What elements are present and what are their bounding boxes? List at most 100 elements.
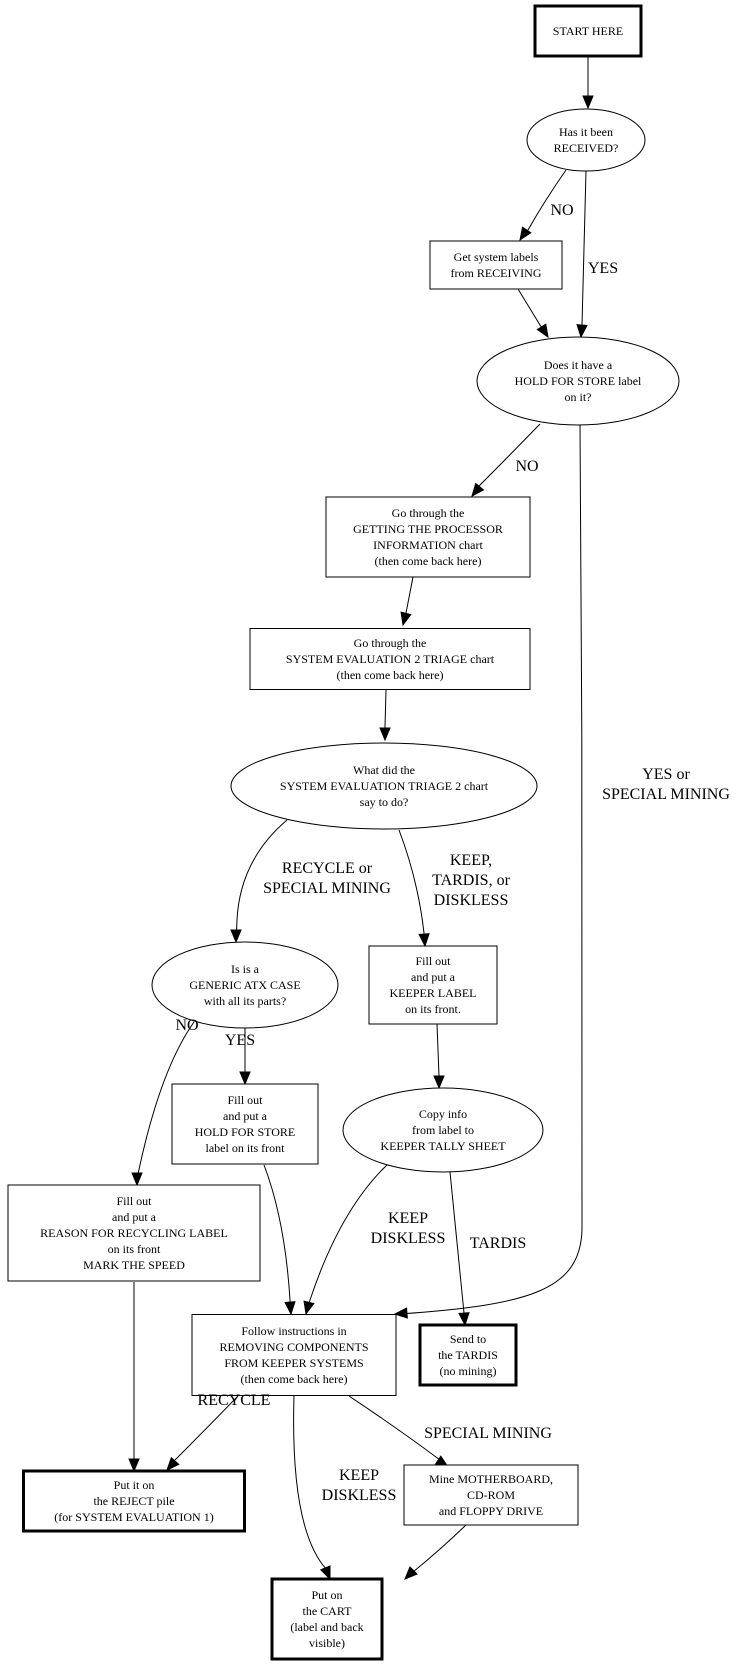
process-box: [325, 496, 531, 578]
edge-line: [136, 1021, 195, 1186]
node-text-line: the REJECT pile: [93, 1494, 174, 1508]
edge-line: [519, 169, 567, 241]
node-text-line: say to do?: [360, 795, 409, 809]
arrowhead-icon: [239, 1071, 251, 1086]
arrowhead-icon: [471, 482, 485, 498]
edge-label-line: KEEP: [339, 1467, 379, 1484]
arrowhead-icon: [230, 929, 242, 944]
edge-label: YES: [225, 1032, 255, 1049]
edge-line: [580, 170, 587, 338]
edge-label: RECYCLE or SPECIAL MINING: [263, 860, 391, 897]
edge-line: [348, 1395, 449, 1468]
arrowhead-icon: [131, 1172, 143, 1187]
arrowhead-icon: [284, 1301, 296, 1316]
edge-line: [263, 1164, 292, 1315]
arrowhead-icon: [404, 1566, 418, 1580]
node-text-line: MARK THE SPEED: [83, 1258, 185, 1272]
edge-line: [293, 1395, 331, 1580]
edge-label: NO: [550, 202, 573, 219]
node-text-line: INFORMATION chart: [373, 538, 483, 552]
node-text-line: (then come back here): [375, 554, 482, 568]
node-text-line: REMOVING COMPONENTS: [219, 1340, 368, 1354]
edge-label: SPECIAL MINING: [424, 1425, 552, 1442]
edge-removing-to-cart: [293, 1395, 331, 1581]
arrowhead-icon: [303, 1300, 315, 1316]
node-text-line: Follow instructions in: [241, 1324, 346, 1338]
node-text-line: and FLOPPY DRIVE: [439, 1504, 543, 1518]
node-text-line: from label to: [412, 1123, 474, 1137]
node-text-line: Get system labels: [454, 250, 539, 264]
node-text-line: GETTING THE PROCESSOR: [353, 522, 503, 536]
node-text-line: Put on: [311, 1588, 342, 1602]
edge-label-line: NO: [550, 202, 573, 219]
terminal-box: [418, 1323, 518, 1387]
arrowhead-icon: [536, 323, 549, 339]
node-text-line: Send to: [450, 1332, 486, 1346]
edge-line: [235, 819, 288, 943]
node-text-line: GENERIC ATX CASE: [189, 978, 300, 992]
arrowhead-icon: [519, 226, 532, 242]
node-text-line: with all its parts?: [204, 994, 286, 1008]
edges-layer: [128, 56, 594, 1581]
edge-label-line: SPECIAL MINING: [263, 880, 391, 897]
arrowhead-icon: [582, 95, 594, 110]
edge-keeper-label-to-copy-info: [433, 1023, 445, 1090]
node-text-line: CD-ROM: [467, 1488, 515, 1502]
arrowhead-icon: [166, 1456, 180, 1471]
node-text-line: on its front: [108, 1242, 161, 1256]
edge-label: RECYCLE: [198, 1392, 271, 1409]
node-text-line: HOLD FOR STORE: [195, 1125, 295, 1139]
node-text-line: RECEIVED?: [554, 141, 619, 155]
node-text-line: Put it on: [114, 1478, 155, 1492]
node-text-line: the TARDIS: [438, 1348, 498, 1362]
edge-label-line: RECYCLE or: [282, 860, 373, 877]
process-box: [429, 240, 563, 290]
node-text-line: (no mining): [440, 1364, 497, 1378]
node-text-line: Copy info: [419, 1107, 467, 1121]
edge-start-to-received: [582, 56, 594, 110]
edge-label-line: DISKLESS: [434, 892, 509, 909]
arrowhead-icon: [319, 1565, 331, 1581]
edge-triage-result-to-keeper-label: [398, 829, 430, 948]
edge-received-to-get-labels: [519, 169, 567, 242]
edge-recycling-label-to-reject: [128, 1282, 140, 1473]
node-text-line: (label and back: [290, 1620, 363, 1634]
process-box: [191, 1314, 397, 1396]
process-box: [368, 945, 498, 1025]
edge-label: NO: [175, 1017, 198, 1034]
node-reject: Put it on the REJECT pile (for SYSTEM EVAL…: [22, 1469, 246, 1533]
edge-copy-info-to-removing: [303, 1164, 388, 1316]
edge-label-line: NO: [515, 458, 538, 475]
arrowhead-icon: [458, 1312, 470, 1327]
decision-ellipse: [526, 108, 646, 172]
edge-generic-atx-to-recycling-label: [131, 1021, 195, 1187]
edge-generic-atx-to-hold-for-store: [239, 1028, 251, 1086]
arrowhead-icon: [128, 1458, 140, 1473]
edge-label: TARDIS: [470, 1235, 527, 1252]
node-start: START HERE: [533, 4, 643, 58]
node-text-line: (for SYSTEM EVALUATION 1): [54, 1510, 213, 1524]
edge-get-labels-to-hold-label: [517, 288, 549, 339]
terminal-box: [22, 1469, 246, 1533]
node-text-line: the CART: [303, 1604, 353, 1618]
node-text-line: Fill out: [415, 954, 451, 968]
edge-line: [449, 1171, 466, 1326]
process-box: [171, 1083, 319, 1165]
node-text-line: SYSTEM EVALUATION 2 TRIAGE chart: [286, 652, 495, 666]
node-text-line: on it?: [565, 390, 592, 404]
edge-label-line: SPECIAL MINING: [602, 786, 730, 803]
